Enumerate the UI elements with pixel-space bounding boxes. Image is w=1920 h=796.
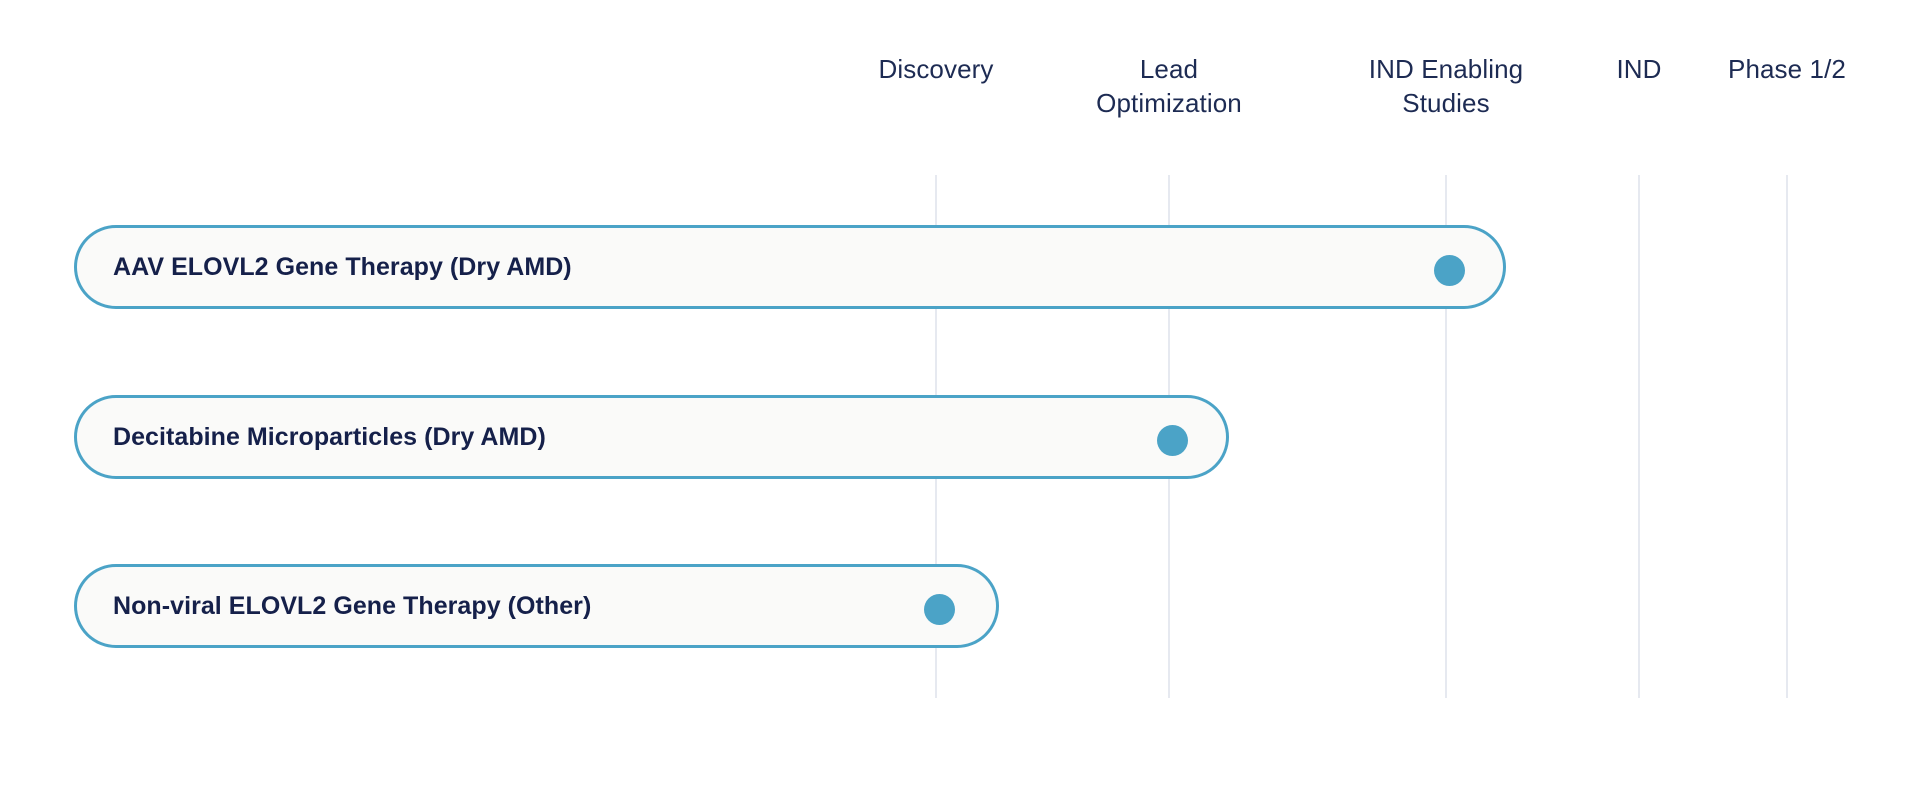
stage-marker-dot (1433, 254, 1465, 286)
stage-marker-dot (1156, 424, 1188, 456)
stage-label-ind-enabling-studies: IND Enabling Studies (1368, 54, 1524, 119)
stage-marker[interactable] (916, 586, 962, 632)
stage-label-lead-optimization: Lead Optimization (1096, 54, 1242, 119)
gridline-ind-enabling-studies (1445, 175, 1447, 698)
gridline-phase-1-2 (1786, 175, 1788, 698)
program-label: Non-viral ELOVL2 Gene Therapy (Other) (113, 591, 592, 620)
stage-label-discovery: Discovery (878, 54, 994, 84)
gridline-ind (1638, 175, 1640, 698)
stage-marker[interactable] (1426, 247, 1472, 293)
stage-marker-dot (923, 593, 955, 625)
stage-label-phase-1-2: Phase 1/2 (1728, 54, 1846, 84)
stage-label-ind: IND (1616, 54, 1662, 84)
stage-marker[interactable] (1149, 417, 1195, 463)
program-bar-non-viral-elovl2-gene-therapy[interactable]: Non-viral ELOVL2 Gene Therapy (Other) (74, 564, 999, 648)
program-bar-decitabine-microparticles[interactable]: Decitabine Microparticles (Dry AMD) (74, 395, 1229, 479)
program-label: AAV ELOVL2 Gene Therapy (Dry AMD) (113, 252, 572, 281)
program-label: Decitabine Microparticles (Dry AMD) (113, 422, 546, 451)
program-bar-aav-elovl2-gene-therapy[interactable]: AAV ELOVL2 Gene Therapy (Dry AMD) (74, 225, 1506, 309)
